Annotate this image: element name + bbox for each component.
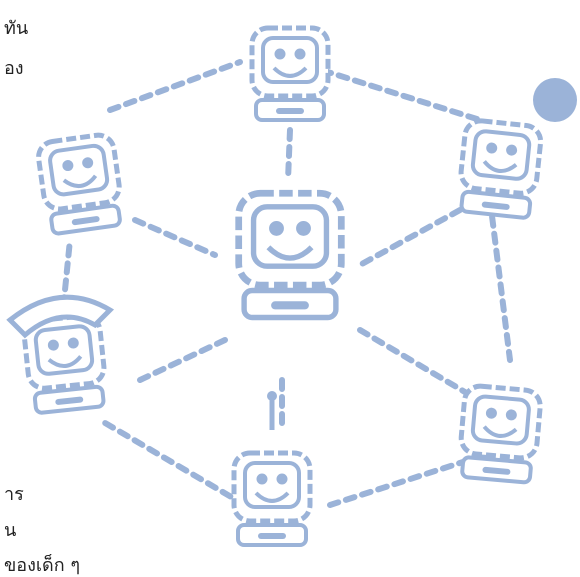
computer-upper-left [37, 133, 125, 235]
speech-blob [533, 78, 577, 122]
text-fragment-top-2: อง [4, 58, 24, 79]
text-fragment-bottom-2: น [4, 520, 17, 541]
text-fragment-bottom-3: ของเด็ก ๆ [4, 555, 81, 576]
computer-upper-right [457, 119, 542, 218]
text-fragment-top-1: ทัน [4, 18, 29, 39]
antenna-tip [267, 391, 277, 401]
computer-top [252, 28, 328, 120]
computer-lower-right [458, 385, 542, 483]
computer-bottom [234, 453, 310, 545]
computer-center [239, 193, 342, 317]
cap-shape [6, 294, 115, 339]
text-fragment-bottom-1: าร [4, 484, 24, 505]
